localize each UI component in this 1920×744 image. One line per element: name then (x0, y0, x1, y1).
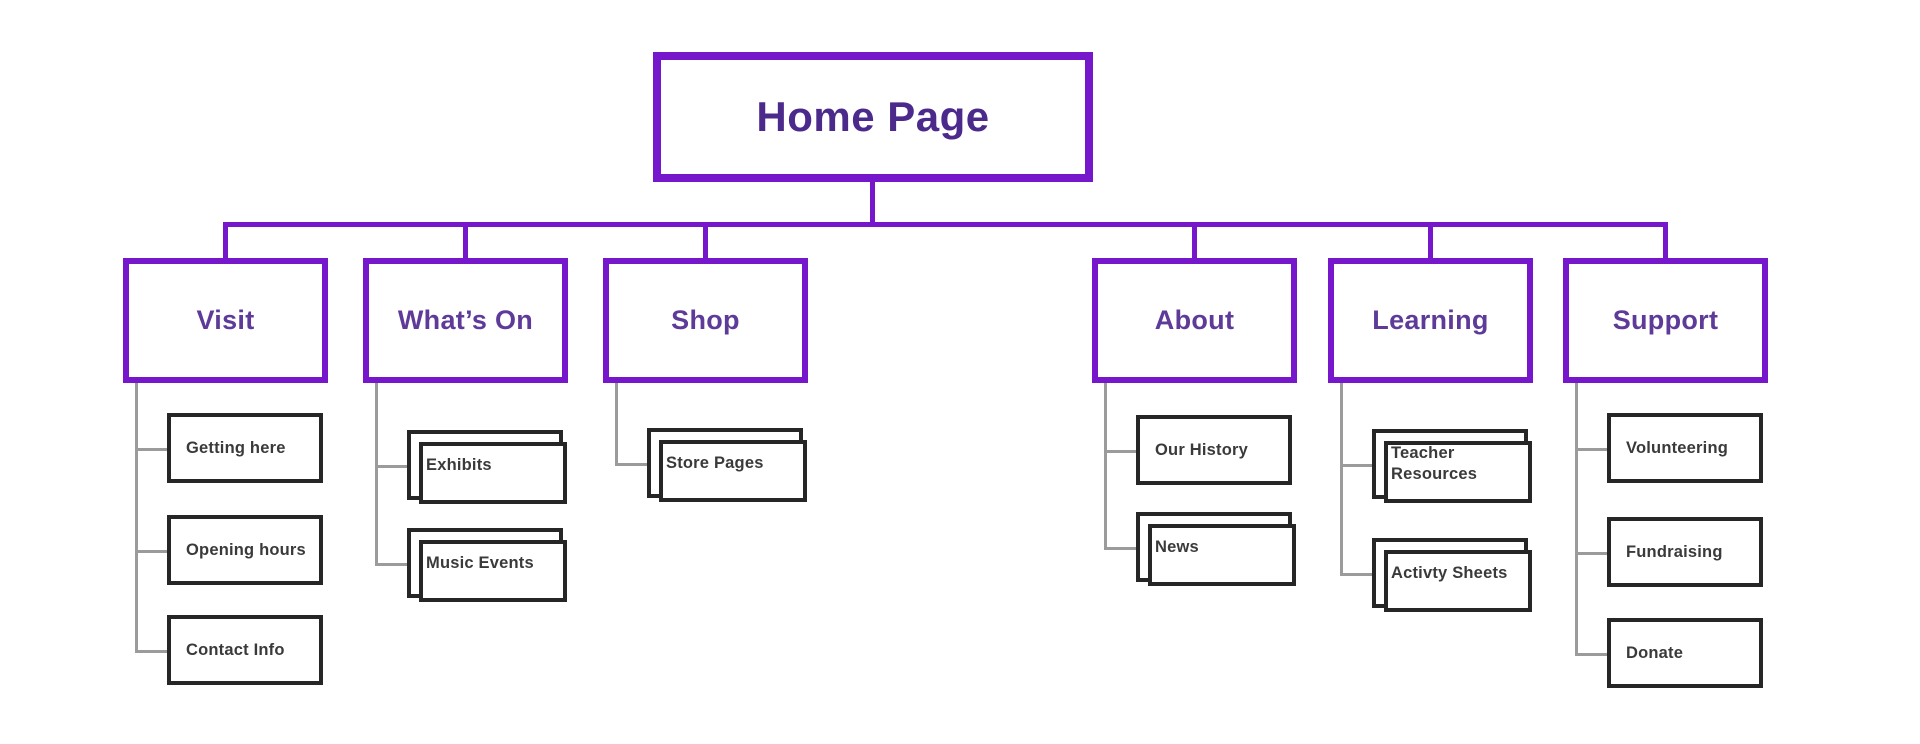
connector-child-rail (135, 383, 138, 653)
page-node-music-events: Music Events (407, 528, 563, 598)
section-label: Shop (671, 305, 740, 335)
section-node-whats-on: What’s On (363, 258, 568, 383)
page-node-our-history: Our History (1136, 415, 1292, 485)
connector-child-stub (375, 465, 407, 468)
connector-child-stub (1104, 450, 1136, 453)
section-node-visit: Visit (123, 258, 328, 383)
connector-root-stub (870, 182, 875, 227)
connector-section-stub (1192, 222, 1197, 258)
connector-child-stub (375, 563, 407, 566)
page-node-label: Volunteering (1626, 438, 1729, 457)
page-node-label: Exhibits (426, 455, 492, 474)
page-node-news: News (1136, 512, 1292, 582)
page-node-store-pages: Store Pages (647, 428, 803, 498)
connector-section-stub (223, 222, 228, 258)
page-node-donate: Donate (1607, 618, 1763, 688)
section-node-learning: Learning (1328, 258, 1533, 383)
connector-child-stub (1575, 448, 1607, 451)
connector-section-stub (1428, 222, 1433, 258)
connector-child-stub (135, 550, 167, 553)
connector-child-stub (615, 463, 647, 466)
connector-child-stub (1104, 547, 1136, 550)
connector-child-rail (375, 383, 378, 566)
page-node-fundraising: Fundraising (1607, 517, 1763, 587)
connector-child-stub (135, 448, 167, 451)
page-node-label: Activty Sheets (1391, 563, 1508, 582)
page-node-activty-sheets: Activty Sheets (1372, 538, 1528, 608)
page-node-label: Music Events (426, 553, 534, 572)
page-node-getting-here: Getting here (167, 413, 323, 483)
connector-child-rail (1340, 383, 1343, 576)
home-page-node: Home Page (653, 52, 1093, 182)
connector-child-stub (1575, 552, 1607, 555)
section-node-shop: Shop (603, 258, 808, 383)
page-node-exhibits: Exhibits (407, 430, 563, 500)
connector-child-stub (1575, 653, 1607, 656)
page-node-label: Our History (1155, 440, 1248, 459)
page-node-label: Getting here (186, 438, 286, 457)
section-label: Learning (1372, 305, 1489, 335)
section-label: Support (1612, 305, 1719, 335)
connector-child-stub (1340, 573, 1372, 576)
connector-child-stub (135, 650, 167, 653)
page-node-label: Contact Info (186, 640, 285, 659)
connector-child-rail (1575, 383, 1578, 656)
section-label: What’s On (397, 305, 534, 335)
page-node-label: Teacher Resources (1391, 444, 1478, 483)
page-node-label: News (1155, 537, 1199, 556)
page-node-opening-hours: Opening hours (167, 515, 323, 585)
page-node-label: Donate (1626, 643, 1684, 662)
connector-section-stub (703, 222, 708, 258)
page-node-contact-info: Contact Info (167, 615, 323, 685)
connector-child-rail (615, 383, 618, 466)
page-node-teacher-resources: Teacher Resources (1372, 429, 1528, 499)
section-node-about: About (1092, 258, 1297, 383)
connector-section-stub (463, 222, 468, 258)
section-node-support: Support (1563, 258, 1768, 383)
home-page-label: Home Page (756, 93, 990, 140)
page-node-label: Opening hours (186, 540, 306, 559)
connector-child-rail (1104, 383, 1107, 550)
section-label: Visit (196, 305, 255, 335)
section-label: About (1154, 305, 1235, 335)
page-node-label: Store Pages (666, 453, 764, 472)
page-node-volunteering: Volunteering (1607, 413, 1763, 483)
connector-section-stub (1663, 222, 1668, 258)
connector-child-stub (1340, 464, 1372, 467)
page-node-label: Fundraising (1626, 542, 1723, 561)
connector-trunk (225, 222, 1668, 227)
